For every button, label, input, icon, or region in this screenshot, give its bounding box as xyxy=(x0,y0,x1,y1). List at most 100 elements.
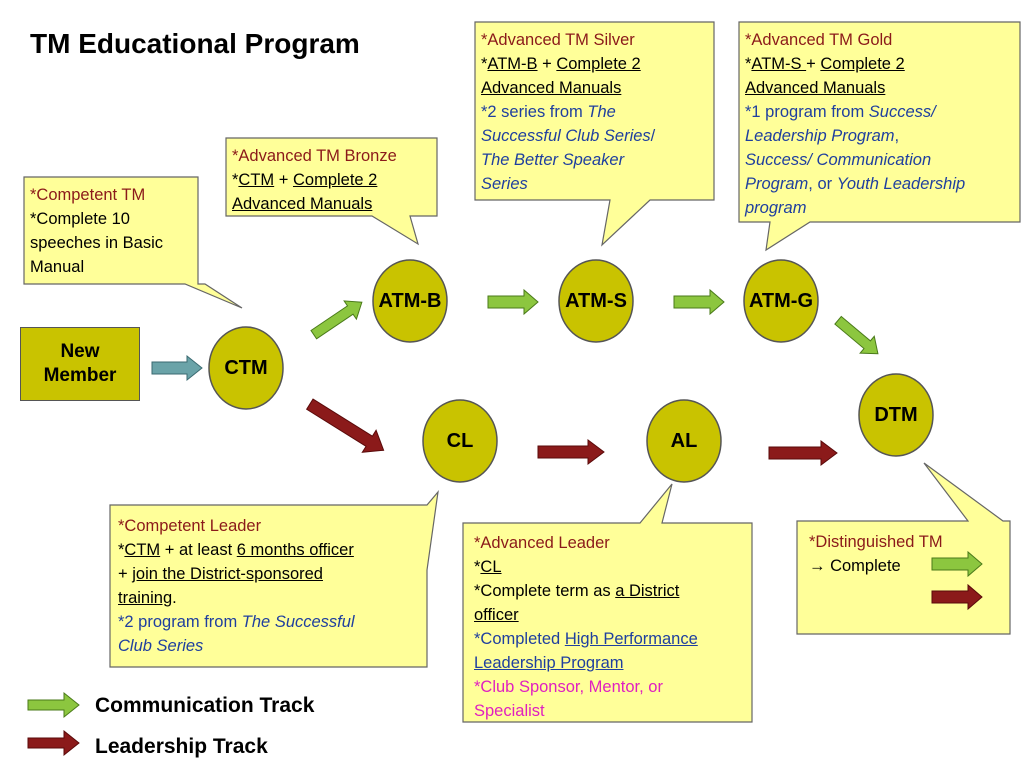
callout-atm-s-series-3: The Better Speaker xyxy=(481,151,625,169)
link-complete-2[interactable]: Complete 2 xyxy=(556,55,641,73)
dtm-communication-arrow xyxy=(931,550,983,578)
callout-atm-g: *Advanced TM Gold *ATM-S + Complete 2 Ad… xyxy=(739,24,1020,224)
link-training[interactable]: training xyxy=(118,589,173,607)
node-atm-g-label: ATM-G xyxy=(749,290,813,312)
link-6-months-officer[interactable]: 6 months officer xyxy=(236,541,354,559)
node-atm-b: ATM-B xyxy=(372,259,448,343)
callout-atm-b-shape xyxy=(225,137,438,246)
callout-atm-s-heading: *Advanced TM Silver xyxy=(481,31,635,49)
node-atm-s-label: ATM-S xyxy=(565,290,627,312)
callout-atm-s: *Advanced TM Silver *ATM-B + Complete 2 … xyxy=(475,24,714,200)
callout-atm-g-program-2: Leadership Program, xyxy=(745,124,1014,148)
callout-atm-b-requirement: *CTM + Complete 2 xyxy=(232,168,431,192)
callout-ctm-line-1: *Complete 10 xyxy=(30,210,130,228)
callout-dtm-heading: *Distinguished TM xyxy=(809,533,943,551)
callout-atm-s-series-1: *2 series from The xyxy=(481,100,708,124)
communication-arrow-ctm-atmb xyxy=(310,300,363,340)
callout-al-completed-1: *Completed High Performance xyxy=(474,627,746,651)
callout-ctm-line-2: speeches in Basic xyxy=(30,234,163,252)
callout-atm-g-shape xyxy=(738,21,1021,252)
node-dtm-label: DTM xyxy=(874,404,917,426)
callout-al-term-1: *Complete term as a District xyxy=(474,579,746,603)
callout-al-term-2: officer xyxy=(474,603,746,627)
link-cl[interactable]: CL xyxy=(480,558,502,576)
callout-cl-requirement-2: + join the District-sponsored xyxy=(118,562,421,586)
legend-communication-label: Communication Track xyxy=(95,694,315,717)
callout-atm-g-program-4: Program, or Youth Leadership xyxy=(745,172,1014,196)
callout-cl: *Competent Leader *CTM + at least 6 mont… xyxy=(112,510,427,662)
program-name-part: Leadership Program xyxy=(745,127,895,145)
callout-cl-program-2: Club Series xyxy=(118,637,204,655)
callout-cl-heading: *Competent Leader xyxy=(118,517,262,535)
callout-ctm-line-3: Manual xyxy=(30,258,85,276)
callout-atm-s-series-2: Successful Club Series/ xyxy=(481,124,708,148)
req-end: . xyxy=(172,589,177,607)
start-arrow xyxy=(151,354,203,382)
program-name-part: The Successful xyxy=(241,613,355,631)
node-al: AL xyxy=(646,399,722,483)
link-complete-2[interactable]: Complete 2 xyxy=(820,55,905,73)
req-plus: + xyxy=(274,171,293,189)
communication-arrow-atms-atmg xyxy=(673,288,725,316)
communication-arrow-atmb-atms xyxy=(487,288,539,316)
node-atm-s: ATM-S xyxy=(558,259,634,343)
callout-ctm: *Competent TM *Complete 10 speeches in B… xyxy=(24,179,198,283)
req-star: * xyxy=(745,55,752,73)
req-plus: + xyxy=(537,55,557,73)
callout-al-completed-2: Leadership Program xyxy=(474,651,746,675)
communication-arrow-atmg-dtm xyxy=(834,315,879,355)
link-ctm[interactable]: CTM xyxy=(238,171,275,189)
node-new-member-line-2: Member xyxy=(43,365,117,386)
series-name-part: Successful Club Series xyxy=(481,127,651,145)
link-complete-2[interactable]: Complete 2 xyxy=(292,171,378,189)
node-new-member: New Member xyxy=(20,327,140,401)
node-new-member-line-1: New xyxy=(60,341,100,362)
link-district-training[interactable]: join the District-sponsored xyxy=(132,565,323,583)
link-advanced-manuals[interactable]: Advanced Manuals xyxy=(481,79,622,97)
series-prefix: *2 series from xyxy=(481,103,588,121)
link-advanced-manuals[interactable]: Advanced Manuals xyxy=(745,79,886,97)
link-advanced-manuals[interactable]: Advanced Manuals xyxy=(232,195,373,213)
link-atm-b[interactable]: ATM-B xyxy=(487,55,538,73)
legend-leadership-label: Leadership Track xyxy=(95,735,268,758)
callout-atm-g-requirement: *ATM-S + Complete 2 xyxy=(745,52,1014,76)
link-officer[interactable]: officer xyxy=(474,606,519,624)
program-name-part: Youth Leadership xyxy=(836,175,966,193)
program-prefix: *1 program from xyxy=(745,103,869,121)
callout-dtm: *Distinguished TM → Complete xyxy=(803,526,1003,582)
link-leadership-program[interactable]: Leadership Program xyxy=(474,654,624,672)
link-ctm[interactable]: CTM xyxy=(124,541,161,559)
callout-al: *Advanced Leader *CL *Complete term as a… xyxy=(468,527,752,727)
req-plus: + xyxy=(118,565,133,583)
completed-prefix: *Completed xyxy=(474,630,565,648)
link-district-officer[interactable]: a District xyxy=(615,582,680,600)
term-prefix: *Complete term as xyxy=(474,582,616,600)
req-star: * xyxy=(118,541,125,559)
leadership-arrow-ctm-cl xyxy=(305,398,385,453)
node-al-label: AL xyxy=(671,430,698,452)
legend-leadership-arrow xyxy=(27,729,80,757)
link-high-performance[interactable]: High Performance xyxy=(564,630,698,648)
node-ctm: CTM xyxy=(208,326,284,410)
callout-atm-s-requirement: *ATM-B + Complete 2 xyxy=(481,52,708,76)
callout-atm-g-heading: *Advanced TM Gold xyxy=(745,31,893,49)
leadership-arrow-al-dtm xyxy=(768,440,838,466)
callout-atm-b-heading: *Advanced TM Bronze xyxy=(232,147,397,165)
series-name-part: The xyxy=(587,103,616,121)
program-prefix: *2 program from xyxy=(118,613,242,631)
leadership-arrow-cl-al xyxy=(537,439,605,465)
req-plus: + xyxy=(806,55,821,73)
series-sep: / xyxy=(650,127,656,145)
program-sep: , xyxy=(894,127,900,145)
node-atm-g: ATM-G xyxy=(743,259,819,343)
node-dtm: DTM xyxy=(858,373,934,457)
callout-ctm-heading: *Competent TM xyxy=(30,186,146,204)
callout-ctm-shape xyxy=(23,176,243,309)
callout-atm-g-program-1: *1 program from Success/ xyxy=(745,100,1014,124)
callout-atm-s-shape xyxy=(474,21,715,247)
node-cl-label: CL xyxy=(447,430,474,452)
legend-communication-arrow xyxy=(27,691,80,719)
link-atm-s[interactable]: ATM-S xyxy=(751,55,807,73)
callout-atm-s-series-4: Series xyxy=(481,175,528,193)
